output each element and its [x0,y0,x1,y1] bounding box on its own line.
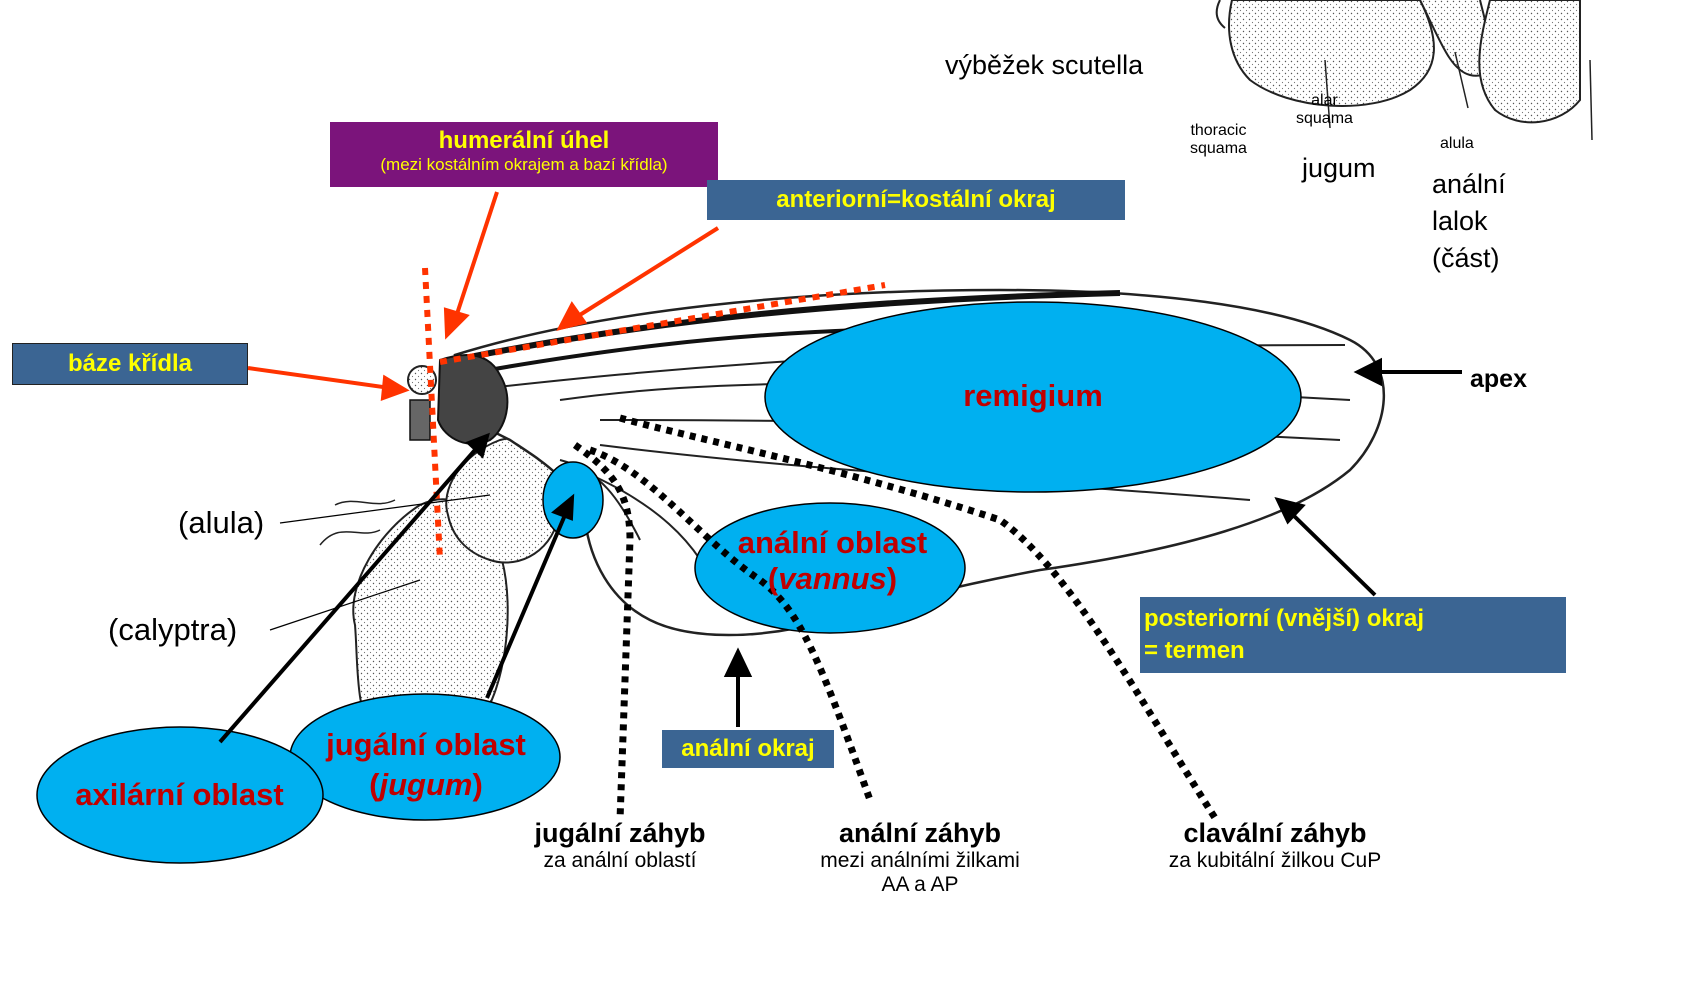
anal-lobe-line1: anální [1432,169,1506,199]
red-arrows [247,191,720,401]
anal-area-close: ) [886,561,898,596]
remigium-ellipse [764,301,1302,493]
calyptra-drawing [319,437,562,752]
anal-area-label: anální oblast (vannus) [700,525,965,597]
jugal-fold-subtitle: za anální oblastí [543,849,697,872]
calyptra-label: (calyptra) [108,612,238,647]
jugal-fold-title: jugální záhyb [534,818,706,848]
alula-leader [279,494,491,524]
anal-lobe-line3: (část) [1432,243,1500,273]
humeral-dotted-line [422,267,443,561]
humeral-angle-subtitle: (mezi kostálním okrajem a bazí křídla) [380,155,668,174]
jugal-area-open: ( [369,767,380,802]
anal-fold-subtitle2: AA a AP [881,873,959,896]
posterior-margin-box: posteriorní (vnější) okraj = termen [1140,597,1566,673]
jugal-area-italic: jugum [379,767,473,802]
anal-lobe-label: anální lalok (část) [1432,166,1506,277]
jugum-label: jugum [1302,153,1376,183]
inset-squama-drawing [1215,0,1593,141]
jugal-fold-caption: jugální záhyb za anální oblastí [490,818,750,873]
anal-area-line2: (vannus) [700,561,965,597]
posterior-margin-line1: posteriorní (vnější) okraj [1144,605,1425,632]
jugal-area-label: jugální oblast (jugum) [295,725,557,805]
claval-fold-caption: clavální záhyb za kubitální žilkou CuP [1130,818,1420,873]
jugal-fold-line [572,442,634,821]
anal-area-italic: vannus [778,561,887,596]
thoracic-squama-line2: squama [1190,140,1247,157]
humeral-angle-title: humerální úhel [438,127,610,154]
axillary-area-label: axilární oblast [75,777,284,812]
calyptra-leader [269,579,421,631]
anal-lobe-line2: lalok [1432,206,1488,236]
alar-squama-line1: alar [1311,92,1338,109]
thoracic-squama-label: thoracic squama [1190,122,1247,158]
anal-area-open: ( [767,561,779,596]
humeral-angle-box: humerální úhel (mezi kostálním okrajem a… [330,122,718,187]
claval-fold-title: clavální záhyb [1183,818,1367,848]
remigium-label: remigium [963,378,1103,413]
anterior-margin-label: anteriorní=kostální okraj [776,186,1056,213]
claval-fold-subtitle: za kubitální žilkou CuP [1168,849,1382,872]
claval-fold-line [619,414,1218,820]
costal-dotted-line [439,282,886,365]
alula-label: (alula) [178,505,265,540]
anal-fold-title: anální záhyb [838,818,1002,848]
posterior-margin-line2: = termen [1144,637,1245,664]
anal-area-ellipse [694,502,966,634]
scutellum-process-label: výběžek scutella [945,50,1144,80]
anterior-margin-box: anteriorní=kostální okraj [707,180,1125,220]
anal-margin-label: anální okraj [681,735,815,762]
apex-label: apex [1470,365,1527,393]
alar-squama-label: alar squama [1296,92,1353,128]
jugal-area-line1: jugální oblast [326,727,526,762]
axillary-area-ellipse [36,726,324,864]
anal-area-line1: anální oblast [737,525,928,560]
anal-fold-caption: anální záhyb mezi análními žilkami AA a … [780,818,1060,897]
jugal-area-close: ) [472,767,483,802]
anal-margin-box: anální okraj [662,730,834,768]
anal-fold-subtitle: mezi análními žilkami [820,849,1020,872]
alar-squama-line2: squama [1296,110,1353,127]
inset-alula-label: alula [1440,135,1474,152]
wing-base-box: báze křídla [12,343,248,385]
black-arrows [218,357,1462,744]
anal-fold-line [588,446,874,802]
jugal-area-line2: (jugum) [295,765,557,805]
thoracic-squama-line1: thoracic [1190,122,1247,139]
wing-base-label: báze křídla [67,350,193,377]
